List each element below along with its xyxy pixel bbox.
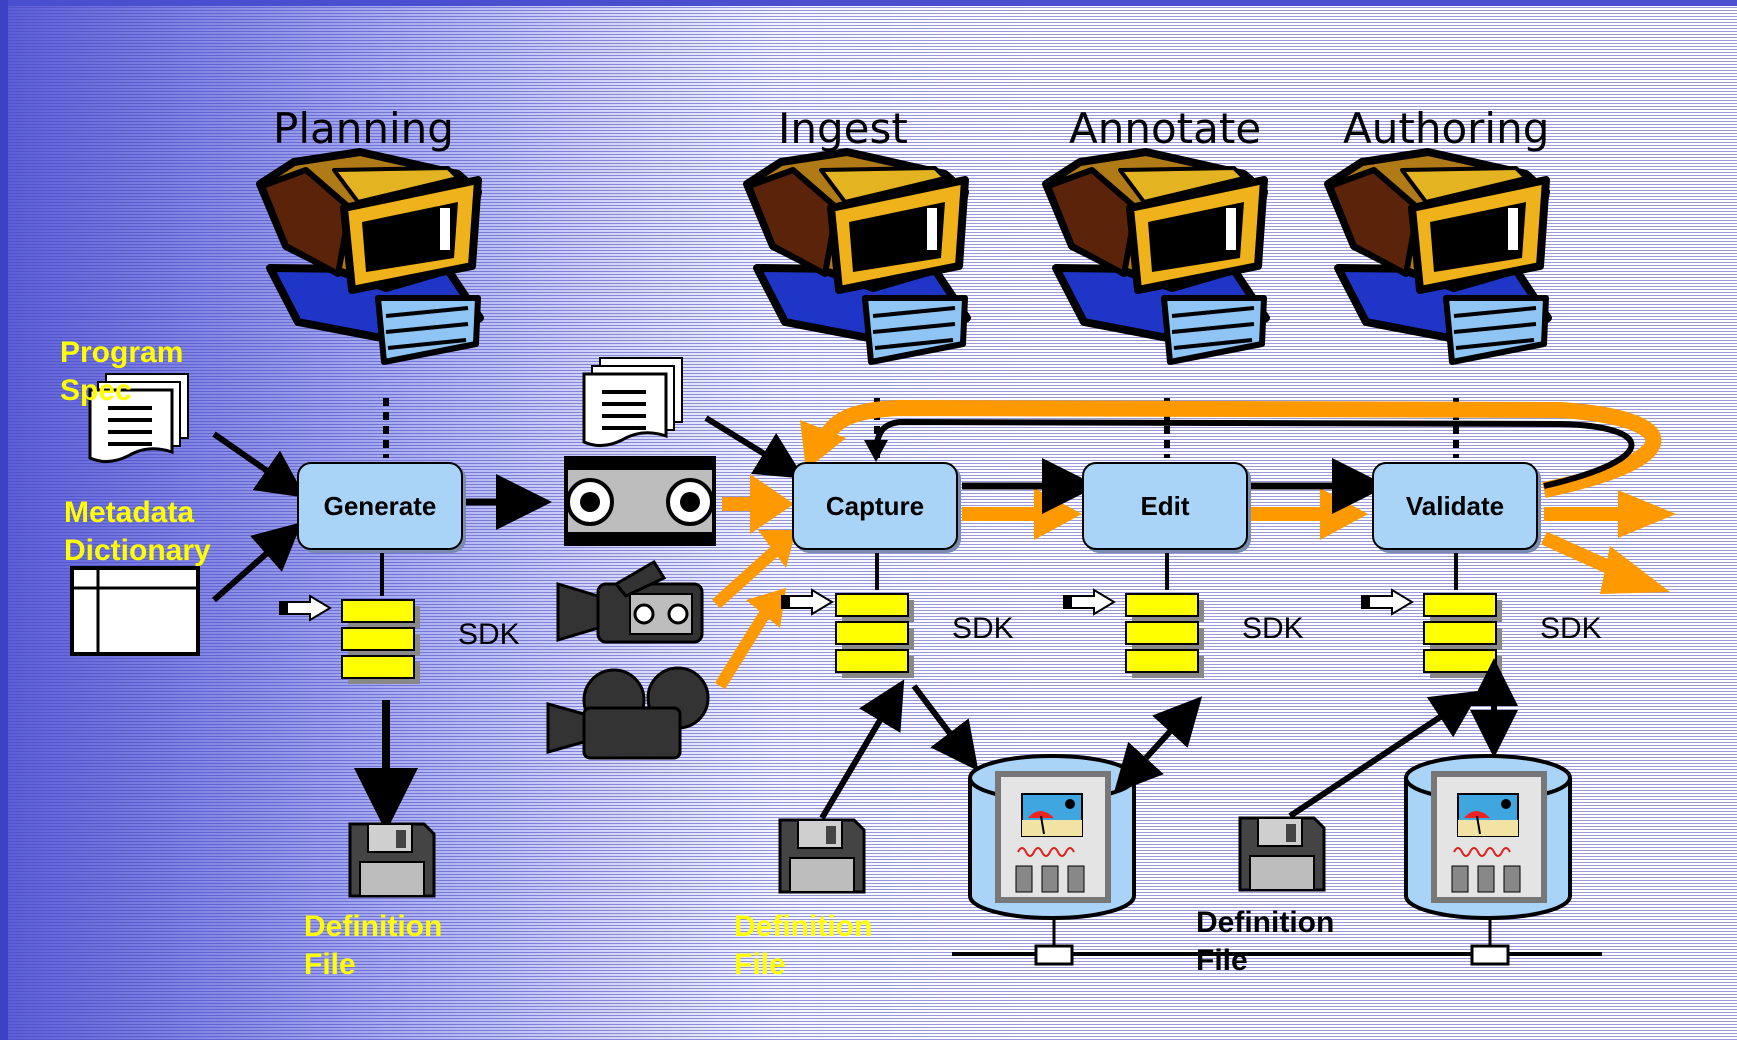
definition-file-label: Definition File: [734, 908, 872, 984]
sdk-arrow-icon: [279, 595, 331, 621]
videotape-icon: [564, 456, 716, 546]
floppy-disk-icon: [778, 818, 866, 894]
workstation-icon: [1328, 152, 1548, 362]
definition-file-line2: File: [734, 948, 786, 981]
document-stack-icon: [582, 356, 684, 448]
sdk-arrow-icon: [1063, 589, 1115, 615]
definition-file-label: Definition File: [304, 908, 442, 984]
workstation-icon: [260, 152, 480, 362]
program-spec-line1: Program: [60, 336, 184, 369]
sdk-arrow-icon: [781, 589, 833, 615]
sdk-stack-icon: [1423, 593, 1503, 679]
film-camera-icon: [546, 666, 710, 760]
capture-process-box[interactable]: Capture: [792, 462, 958, 550]
table-icon: [70, 566, 200, 656]
floppy-disk-icon: [1238, 816, 1326, 892]
definition-file-line1: Definition: [734, 910, 873, 943]
generate-process-box[interactable]: Generate: [297, 462, 463, 550]
media-database-icon: [1406, 756, 1570, 918]
sdk-stack-icon: [341, 599, 421, 685]
definition-file-line1: Definition: [1196, 906, 1335, 939]
definition-file-line2: File: [304, 948, 356, 981]
definition-file-label: Definition File: [1196, 904, 1334, 980]
stage-title-authoring: Authoring: [1343, 104, 1550, 153]
sdk-label: SDK: [1540, 612, 1602, 645]
sdk-stack-icon: [1125, 593, 1205, 679]
stage-title-planning: Planning: [273, 104, 454, 153]
definition-file-line1: Definition: [304, 910, 443, 943]
sdk-label: SDK: [952, 612, 1014, 645]
sdk-arrow-icon: [1361, 589, 1413, 615]
top-border: [0, 0, 1737, 6]
camcorder-icon: [556, 559, 704, 644]
program-spec-line2: Spec: [60, 374, 132, 407]
metadata-dictionary-line1: Metadata: [64, 496, 195, 529]
stage-title-annotate: Annotate: [1069, 104, 1262, 153]
definition-file-line2: File: [1196, 944, 1248, 977]
workstation-icon: [1046, 152, 1266, 362]
workstation-icon: [747, 152, 967, 362]
stage-title-ingest: Ingest: [778, 104, 908, 153]
program-spec-label: Program Spec: [60, 334, 183, 410]
edit-process-box[interactable]: Edit: [1082, 462, 1248, 550]
metadata-dictionary-line2: Dictionary: [64, 534, 211, 567]
sdk-stack-icon: [835, 593, 915, 679]
media-database-icon: [970, 756, 1134, 918]
left-border: [0, 0, 8, 1040]
sdk-label: SDK: [458, 618, 520, 651]
metadata-dictionary-label: Metadata Dictionary: [64, 494, 211, 570]
floppy-disk-icon: [348, 822, 436, 898]
sdk-label: SDK: [1242, 612, 1304, 645]
validate-process-box[interactable]: Validate: [1372, 462, 1538, 550]
